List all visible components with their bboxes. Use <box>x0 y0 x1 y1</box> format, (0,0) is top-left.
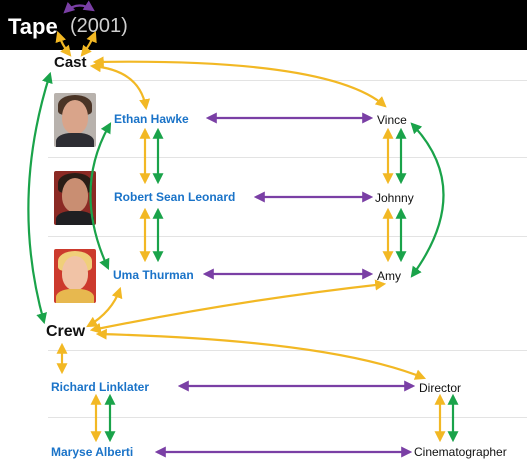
cast-role-amy: Amy <box>377 269 401 283</box>
cast-name-uma-thurman[interactable]: Uma Thurman <box>113 268 194 282</box>
actor-photo <box>54 249 96 303</box>
yellow-arrow <box>92 56 387 108</box>
yellow-arrow <box>89 279 387 334</box>
cast-name-robert-sean-leonard[interactable]: Robert Sean Leonard <box>114 190 236 204</box>
actor-photo <box>54 171 96 225</box>
crew-name-richard-linklater[interactable]: Richard Linklater <box>51 380 150 394</box>
divider <box>48 157 527 158</box>
crew-role-cinematographer: Cinematographer <box>414 445 507 459</box>
green-arrow <box>27 71 53 325</box>
purple-arrow <box>63 0 95 14</box>
crew-role-director: Director <box>419 381 462 395</box>
yellow-arrow <box>55 30 72 57</box>
cast-role-johnny: Johnny <box>375 191 414 205</box>
divider <box>48 417 527 418</box>
yellow-arrow <box>95 328 427 380</box>
yellow-arrow <box>89 61 151 111</box>
yellow-arrow <box>80 30 97 57</box>
cast-heading: Cast <box>54 54 87 71</box>
crew-heading: Crew <box>46 323 86 340</box>
yellow-arrow <box>86 286 123 328</box>
cast-role-vince: Vince <box>377 113 407 127</box>
cast-name-ethan-hawke[interactable]: Ethan Hawke <box>114 112 189 126</box>
movie-title: Tape <box>8 14 58 39</box>
green-arrow <box>410 122 445 278</box>
actor-photo <box>54 93 96 147</box>
crew-name-maryse-alberti[interactable]: Maryse Alberti <box>51 445 134 459</box>
divider <box>48 236 527 237</box>
green-arrow <box>89 122 112 270</box>
